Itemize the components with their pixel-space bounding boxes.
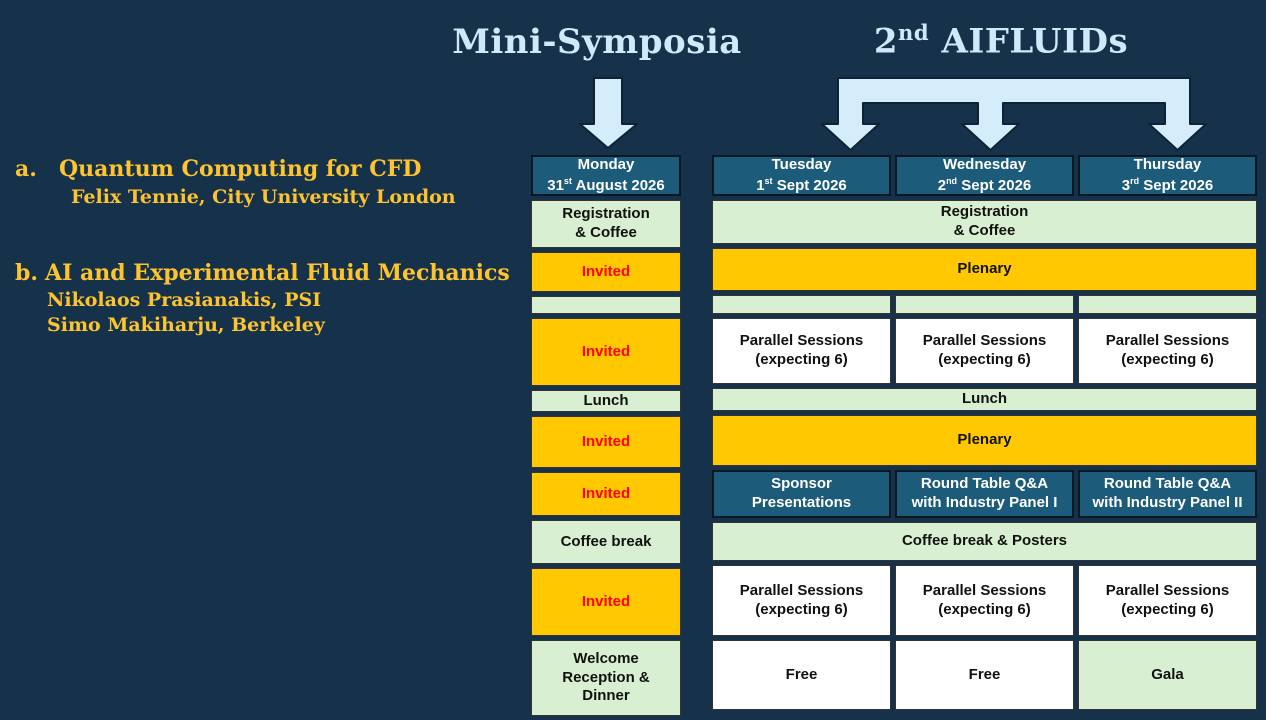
aifluids-title-text: AIFLUIDs [929, 21, 1129, 62]
symposium-item-b: b. AI and Experimental Fluid Mechanics N… [15, 260, 520, 338]
triple-down-arrow-icon [821, 77, 1207, 151]
week-registration-cell: Registration & Coffee [712, 200, 1257, 244]
aifluids-title-ordinal: nd [898, 20, 930, 45]
monday-invited-5-cell: Invited [531, 568, 681, 636]
monday-header: Monday 31st August 2026 [531, 155, 681, 196]
monday-lunch-cell: Lunch [531, 390, 681, 412]
tuesday-sponsor-presentations-cell: Sponsor Presentations [712, 470, 891, 518]
aifluids-title-number: 2 [873, 21, 899, 62]
wednesday-parallel-morning-cell: Parallel Sessions (expecting 6) [895, 318, 1074, 384]
monday-schedule-table: Monday 31st August 2026 Registration & C… [531, 155, 681, 716]
wednesday-empty-cell [895, 295, 1074, 314]
symposium-item-a: a. Quantum Computing for CFD Felix Tenni… [15, 156, 520, 210]
symposium-b-title: b. AI and Experimental Fluid Mechanics [15, 260, 520, 286]
thursday-parallel-morning-cell: Parallel Sessions (expecting 6) [1078, 318, 1257, 384]
week-parallel-afternoon-row: Parallel Sessions (expecting 6) Parallel… [712, 565, 1257, 636]
symposium-a-marker: a. [15, 156, 37, 182]
monday-invited-3-cell: Invited [531, 416, 681, 468]
mini-symposia-list: a. Quantum Computing for CFD Felix Tenni… [15, 156, 520, 338]
monday-registration-cell: Registration & Coffee [531, 200, 681, 248]
symposium-b-marker: b. [15, 260, 39, 287]
aifluids-title: 2nd AIFLUIDs [861, 20, 1141, 61]
monday-coffee-break-cell: Coffee break [531, 520, 681, 564]
symposium-b-speaker-1: Nikolaos Prasianakis, PSI [47, 288, 322, 311]
symposium-a-speaker: Felix Tennie, City University London [71, 186, 456, 209]
down-arrow-icon [579, 77, 638, 149]
week-parallel-morning-row: Parallel Sessions (expecting 6) Parallel… [712, 318, 1257, 384]
symposium-b-title-text: AI and Experimental Fluid Mechanics [45, 260, 510, 287]
tuesday-empty-cell [712, 295, 891, 314]
week-coffee-posters-cell: Coffee break & Posters [712, 522, 1257, 561]
wednesday-header: Wednesday 2nd Sept 2026 [895, 155, 1074, 196]
symposium-b-speaker-2: Simo Makiharju, Berkeley [47, 314, 325, 337]
thursday-parallel-afternoon-cell: Parallel Sessions (expecting 6) [1078, 565, 1257, 636]
tuesday-header: Tuesday 1st Sept 2026 [712, 155, 891, 196]
week-plenary-afternoon-cell: Plenary [712, 415, 1257, 466]
tuesday-free-cell: Free [712, 640, 891, 710]
monday-empty-cell [531, 296, 681, 314]
week-header-row: Tuesday 1st Sept 2026 Wednesday 2nd Sept… [712, 155, 1257, 196]
thursday-header: Thursday 3rd Sept 2026 [1078, 155, 1257, 196]
monday-invited-2-cell: Invited [531, 318, 681, 386]
monday-welcome-dinner-cell: Welcome Reception & Dinner [531, 640, 681, 716]
week-evening-row: Free Free Gala [712, 640, 1257, 710]
symposium-a-title: a. Quantum Computing for CFD [15, 156, 520, 182]
week-lunch-cell: Lunch [712, 388, 1257, 411]
thursday-gala-cell: Gala [1078, 640, 1257, 710]
wednesday-free-cell: Free [895, 640, 1074, 710]
monday-invited-1-cell: Invited [531, 252, 681, 292]
aifluids-schedule-table: Tuesday 1st Sept 2026 Wednesday 2nd Sept… [712, 155, 1257, 710]
mini-symposia-title: Mini-Symposia [452, 22, 742, 62]
thursday-round-table-2-cell: Round Table Q&A with Industry Panel II [1078, 470, 1257, 518]
week-plenary-morning-cell: Plenary [712, 248, 1257, 291]
monday-day-label: Monday [577, 155, 635, 173]
tuesday-parallel-afternoon-cell: Parallel Sessions (expecting 6) [712, 565, 891, 636]
symposium-a-title-text: Quantum Computing for CFD [59, 156, 422, 182]
thursday-empty-cell [1078, 295, 1257, 314]
monday-invited-4-cell: Invited [531, 472, 681, 516]
week-empty-row [712, 295, 1257, 314]
tuesday-parallel-morning-cell: Parallel Sessions (expecting 6) [712, 318, 891, 384]
wednesday-parallel-afternoon-cell: Parallel Sessions (expecting 6) [895, 565, 1074, 636]
wednesday-round-table-1-cell: Round Table Q&A with Industry Panel I [895, 470, 1074, 518]
week-special-row: Sponsor Presentations Round Table Q&A wi… [712, 470, 1257, 518]
monday-date-label: 31st August 2026 [547, 176, 665, 194]
